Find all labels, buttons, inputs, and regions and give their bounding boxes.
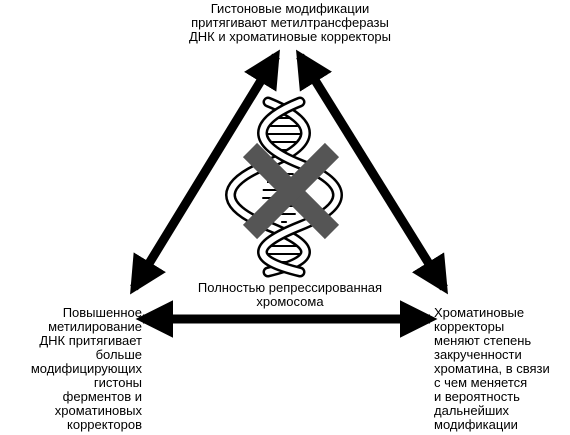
left-node-label: Повышенное метилирование ДНК притягивает… [2, 306, 142, 432]
right-label-line: дальнейших [434, 403, 510, 418]
right-label-line: и вероятность [434, 389, 520, 404]
left-label-line: больше [95, 347, 142, 362]
left-label-line: модифицирующих [30, 361, 142, 376]
top-label-line: ДНК и хроматиновые корректоры [188, 29, 391, 44]
center-label-line: хромосома [256, 294, 324, 309]
arrow-top-right [296, 49, 448, 295]
center-label-line: Полностью репрессированная [197, 280, 383, 295]
right-label-line: модификации [434, 417, 518, 432]
left-label-line: метилирование [48, 319, 142, 334]
left-label-line: ферментов и [62, 389, 142, 404]
right-label-line: меняют степень [434, 333, 532, 348]
left-label-line: Повышенное [62, 305, 142, 320]
center-label: Полностью репрессированная хромосома [180, 281, 400, 309]
right-label-line: Хроматиновые [434, 305, 525, 320]
right-label-line: с чем меняется [434, 375, 528, 390]
left-label-line: ДНК притягивает [39, 333, 142, 348]
top-node-label: Гистоновые модификации притягивают метил… [160, 2, 420, 44]
right-label-line: хроматина, в связи [434, 361, 550, 376]
right-label-line: корректоры [434, 319, 505, 334]
left-label-line: корректоров [67, 417, 142, 432]
left-label-line: хроматиновых [54, 403, 142, 418]
left-label-line: гистоны [93, 375, 142, 390]
arrow-top-left [130, 49, 280, 295]
right-node-label: Хроматиновые корректоры меняют степень з… [434, 306, 570, 432]
top-label-line: притягивают метилтрансферазы [191, 15, 389, 30]
top-label-line: Гистоновые модификации [210, 1, 370, 16]
right-label-line: закрученности [434, 347, 522, 362]
